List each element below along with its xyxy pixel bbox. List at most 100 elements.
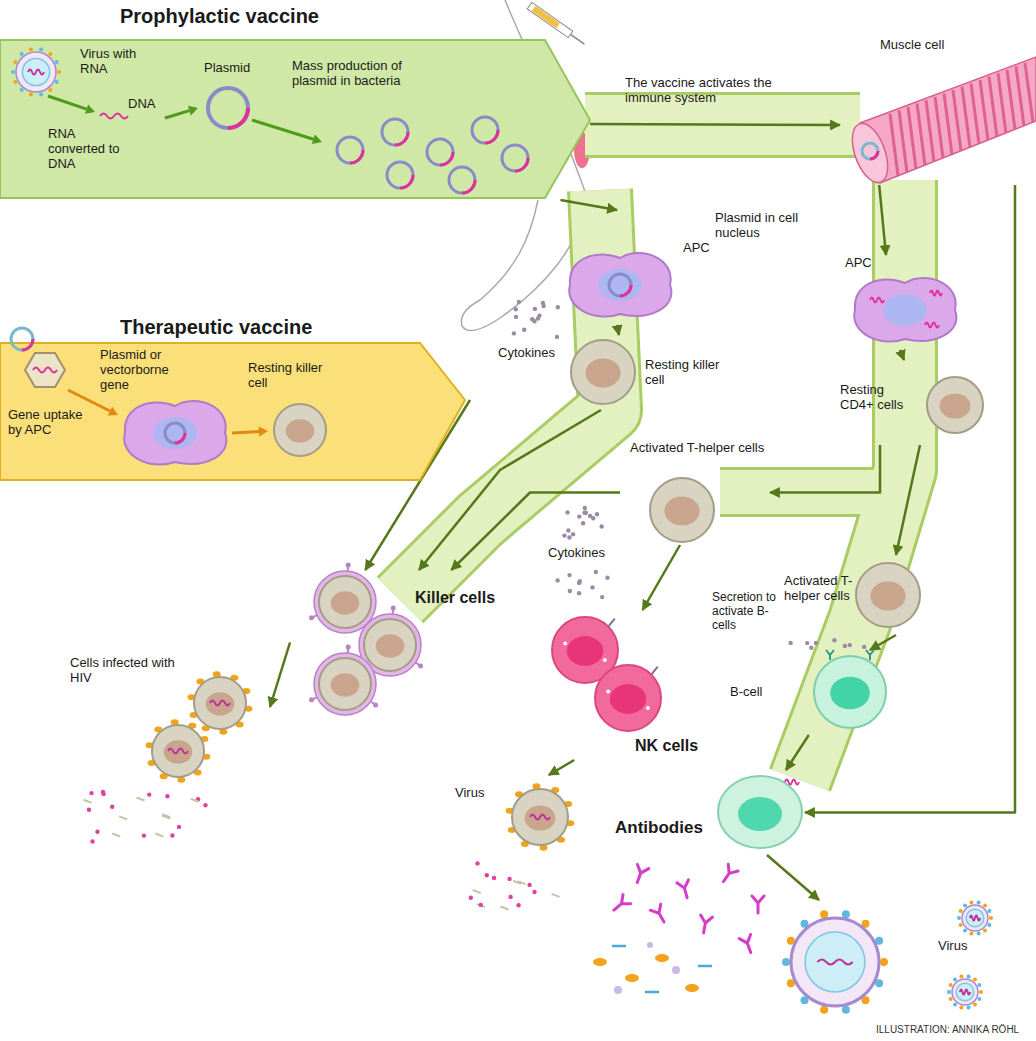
cytokine-dots — [541, 304, 545, 308]
arrow-connector — [270, 643, 290, 708]
vaccine-panel-shape — [22, 339, 33, 350]
antigen-presenting-cell-shape — [569, 253, 671, 316]
vaccine-panel-shape — [29, 48, 33, 52]
infected-cell-group-shape — [210, 701, 230, 706]
arrow-connector — [451, 493, 620, 571]
arrow-connector — [900, 350, 904, 360]
vaccine-panel-shape — [312, 135, 322, 145]
t-helper-cell: Activated T-helper cells — [620, 440, 770, 545]
arrow-connector — [896, 445, 920, 555]
muscle-cell-shape — [953, 90, 961, 151]
arrow-connector — [767, 855, 819, 900]
vaccine-panel-shape — [259, 427, 268, 437]
nk-cell-group-shape — [646, 706, 650, 710]
cytokine-dots — [555, 578, 559, 582]
vaccine-panel-shape — [165, 423, 185, 443]
cytokine-dots — [555, 335, 559, 339]
virus-particle-shape — [987, 909, 991, 913]
virus-fragments — [614, 986, 622, 994]
cytokine-dots — [191, 799, 199, 802]
syringe — [527, 2, 573, 37]
vaccine-panel-shape — [11, 70, 15, 74]
nk-cell-group: NK cells — [540, 610, 711, 760]
antibody-symbol — [610, 895, 631, 915]
vaccine-panel-shape — [472, 117, 498, 143]
syringe — [532, 6, 560, 28]
cytokine-dots — [508, 895, 512, 899]
virus-fragments — [645, 991, 659, 994]
vaccine-panel-shape — [39, 48, 43, 52]
virus-particle-shape — [977, 983, 981, 987]
antigen-presenting-cell-shape — [883, 294, 927, 326]
cytokine-dots — [512, 331, 516, 335]
plasma-cell: Antibodies — [615, 770, 805, 855]
b-cell-shape — [826, 650, 874, 660]
virus-particle-shape — [880, 958, 888, 966]
cell-label: Virus — [938, 938, 988, 953]
resting-killer-cell-shape — [585, 359, 620, 388]
t-helper-cell-shape — [650, 478, 714, 542]
muscle-cell-shape — [845, 119, 894, 188]
virus-fragments — [672, 966, 680, 974]
vaccine-panel-shape — [100, 114, 128, 119]
antibody-symbol — [739, 934, 756, 954]
vaccine-panel-shape — [485, 130, 498, 143]
infected-cell-group-shape — [194, 677, 246, 729]
virus-particle-shape — [987, 923, 991, 927]
vaccine-panel-shape — [16, 52, 56, 92]
virus-particle-shape — [977, 932, 981, 936]
arrow-connector — [643, 545, 680, 610]
cytokine-dots — [514, 315, 518, 319]
muscle-cell-shape — [944, 94, 952, 155]
cytokine-dots — [600, 524, 604, 528]
cytokine-dots — [162, 816, 170, 819]
vaccine-panel-shape — [395, 132, 408, 145]
cytokine-dots — [562, 533, 566, 537]
virus-particle-shape — [977, 900, 981, 904]
plasma-cell-shape — [785, 780, 799, 785]
virus-particle: Virus — [775, 900, 995, 1015]
nk-cell-group-shape — [567, 636, 603, 666]
vaccine-panel-shape — [350, 150, 363, 163]
vaccine-panel-shape — [165, 111, 189, 118]
vaccine-panel-shape — [33, 368, 57, 373]
virus-particle-shape — [959, 909, 963, 913]
cytokine-dots — [203, 803, 207, 807]
virus-particle-shape — [949, 983, 953, 987]
muscle-cell-shape — [989, 77, 997, 137]
virus-particle-shape — [791, 918, 879, 1006]
cell-label: Resting killer cell — [248, 360, 338, 390]
antigen-presenting-cell-shape — [854, 278, 956, 341]
cytokine-dots — [595, 512, 599, 516]
vaccine-panel-shape — [57, 70, 61, 74]
resting-cd4-cell-shape — [940, 393, 971, 418]
cytokine-dots — [568, 589, 572, 593]
arrow-connector — [770, 445, 880, 493]
virus-fragments — [698, 965, 712, 968]
cytokine-dots — [565, 510, 569, 514]
vaccine-panel-shape — [20, 88, 24, 92]
t-helper-cell-shape — [870, 582, 905, 611]
vaccine-panel-shape — [22, 58, 49, 85]
cytokine-dots — [583, 506, 587, 510]
muscle-cell-shape — [998, 73, 1006, 133]
muscle-cell-shape — [1016, 67, 1024, 126]
panel-title: Prophylactic vaccine — [120, 4, 420, 28]
cytokine-dots — [530, 317, 534, 321]
antigen-presenting-cell-shape — [930, 291, 942, 296]
cell-label: RNA converted to DNA — [48, 126, 128, 171]
vaccine-panel-shape — [427, 139, 453, 165]
vaccine-panel-shape — [85, 104, 95, 113]
virus-particle-shape — [969, 900, 973, 904]
cytokine-dots — [500, 907, 508, 910]
antibody-symbol — [718, 864, 738, 885]
vaccine-panel-shape — [108, 407, 118, 416]
virus-fragments — [685, 984, 699, 992]
plasma-cell-shape — [718, 776, 802, 848]
virus-particle-shape — [959, 923, 963, 927]
killer-cell-group-shape — [364, 619, 416, 671]
killer-cell-group-shape — [331, 673, 360, 696]
vaccine-panel-shape — [11, 328, 33, 350]
killer-cell-group-shape — [418, 663, 423, 668]
cell-label: Mass production of plasmid in bacteria — [292, 58, 422, 88]
